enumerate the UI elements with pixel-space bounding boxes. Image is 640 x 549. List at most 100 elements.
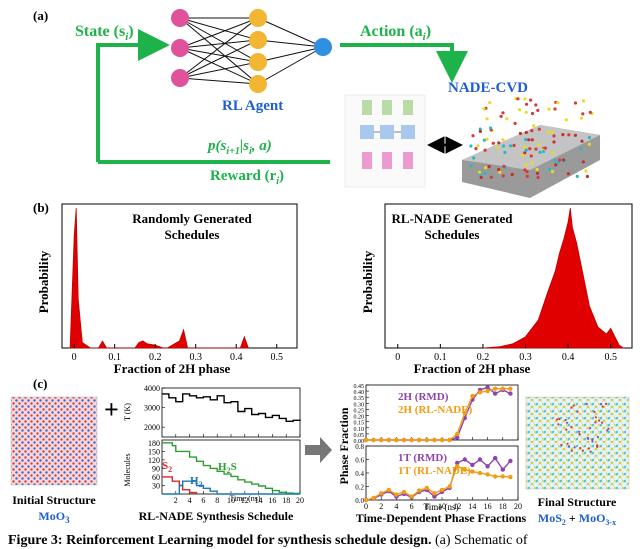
x-tick-label: 14 <box>468 502 476 511</box>
y-tick-label: 2000 <box>144 423 160 432</box>
legend-2h-rmd: 2H (RMD) <box>398 391 449 403</box>
atom-dot <box>510 172 514 177</box>
x-tick-label: 8 <box>425 502 429 511</box>
hidden-node <box>249 9 267 27</box>
nn-edge <box>257 46 324 85</box>
probability-ylabel-left: Probability <box>36 250 51 313</box>
nn-edge <box>179 17 259 41</box>
atom-dot <box>554 163 558 167</box>
phase-caption: Time-Dependent Phase Fractions <box>356 511 527 525</box>
atom-dot <box>553 158 557 162</box>
x-tick-label: 18 <box>499 502 507 511</box>
series-1t-nade-marker <box>439 487 445 493</box>
x-tick-label: 16 <box>484 502 492 511</box>
nn-edge <box>257 17 324 48</box>
phase-ylabel: Phase Fraction <box>337 407 351 484</box>
defect-atom <box>579 446 582 450</box>
nn-edge <box>179 17 259 49</box>
x-tick-label: 4 <box>188 496 192 505</box>
phase-2h-plot: 0.450.400.350.300.250.200.150.100.050.00 <box>354 384 519 445</box>
y-tick-label: 0.25 <box>354 408 365 414</box>
nn-edge <box>179 47 259 63</box>
atom-dot <box>579 147 583 151</box>
gas-molecule-dot <box>523 97 527 101</box>
atom-dot <box>489 175 493 179</box>
output-node <box>314 38 332 56</box>
hist-nade-title-1: RL-NADE Generated <box>392 211 514 226</box>
defect-atom <box>587 437 590 440</box>
y-tick-label: 150 <box>148 447 160 456</box>
atom-dot <box>501 174 505 178</box>
atom-dot <box>529 154 533 158</box>
hidden-node <box>249 53 267 71</box>
series-2h-nade-marker <box>470 393 475 399</box>
y-tick-label: 60 <box>152 473 160 482</box>
x-tick-label: 6 <box>201 496 205 505</box>
gas-molecule-dot <box>581 112 585 116</box>
atom-dot <box>527 138 531 142</box>
gas-molecule-dot <box>556 101 560 105</box>
nade-cvd-label: NADE-CVD <box>448 80 528 96</box>
legend-1t-nade: 1T (RL-NADE) <box>398 465 471 477</box>
atom-dot <box>503 150 507 154</box>
state-label: State (si) <box>75 23 134 43</box>
atom-dot <box>501 138 505 142</box>
hist-random-title-2: Schedules <box>165 227 220 242</box>
gas-molecule-dot <box>564 118 568 122</box>
defect-atom <box>581 449 585 452</box>
series-2h-nade-marker <box>455 431 460 437</box>
defect-atom <box>570 406 573 409</box>
h2-label: H2 <box>190 475 203 489</box>
panel-b-label: (b) <box>33 200 49 215</box>
initial-formula: MoO3 <box>38 509 70 525</box>
series-1t-nade-marker <box>394 492 399 497</box>
series-2h-nade-marker <box>363 437 369 443</box>
x-tick-label: 2 <box>174 496 178 505</box>
series-1t-nade-marker <box>371 495 376 501</box>
series-2h-nade-marker <box>386 437 391 443</box>
defect-atom <box>570 449 573 452</box>
series-1t-nade-marker <box>432 491 437 496</box>
h2-line <box>162 480 300 495</box>
atom-dot <box>469 144 473 148</box>
x-tick-label: 16 <box>268 496 276 505</box>
hist-random-xlabel: Fraction of 2H phase <box>114 361 231 376</box>
hidden-node <box>249 75 267 93</box>
defect-atom <box>573 446 576 449</box>
atom-dot <box>482 138 486 142</box>
nn-edge <box>179 61 259 79</box>
gas-molecule-dot <box>553 107 557 111</box>
series-1t-nade-marker <box>455 464 460 469</box>
defect-atom <box>566 421 569 424</box>
y-tick-label: 30 <box>152 481 160 490</box>
y-tick-label: 3000 <box>144 404 160 413</box>
nn-edge <box>257 39 324 48</box>
gas-molecule-dot <box>588 110 592 114</box>
defect-atom <box>585 402 588 406</box>
atom-dot <box>483 171 487 175</box>
panel-c-label: (c) <box>33 376 47 391</box>
atom-dot <box>538 150 542 154</box>
y-tick-label: 4000 <box>144 384 160 393</box>
defect-atom <box>572 404 575 407</box>
gas-molecule-dot <box>536 108 540 112</box>
series-1t-nade-marker <box>409 494 414 499</box>
y-tick-label: 0.2 <box>355 484 364 492</box>
defect-atom <box>557 423 560 426</box>
atom-dot <box>552 134 556 138</box>
y-tick-label: 180 <box>148 439 160 448</box>
x-tick-label: 2 <box>379 502 383 511</box>
atom-dot <box>501 144 506 148</box>
atom-dot <box>474 147 478 151</box>
defect-atom <box>598 419 601 422</box>
atom-dot <box>520 153 525 158</box>
gas-molecule-dot <box>547 107 551 111</box>
atom-dot <box>566 172 571 176</box>
atom-dot <box>558 158 562 162</box>
gas-molecule-dot <box>482 107 486 111</box>
x-tick-label: 0.3 <box>519 352 532 363</box>
series-1t-rmd-marker <box>508 458 513 464</box>
atom-dot <box>541 149 546 154</box>
atom-dot <box>476 144 480 148</box>
